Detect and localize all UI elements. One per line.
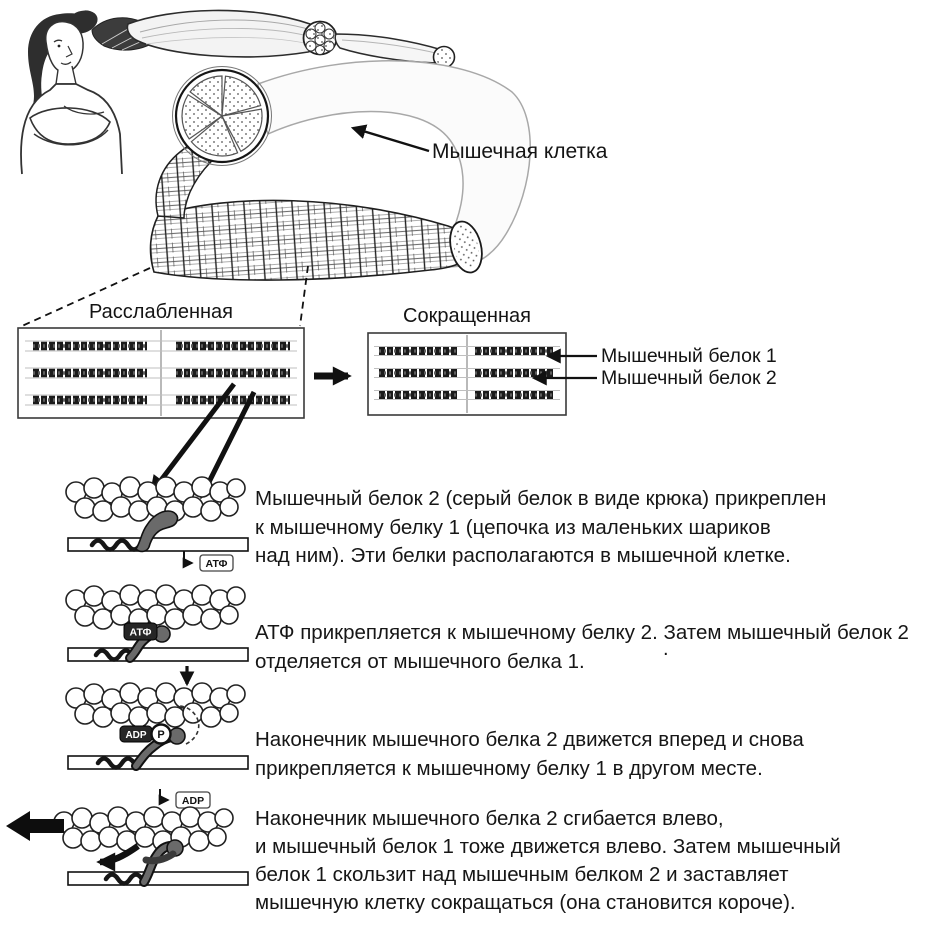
myosin-tail bbox=[103, 872, 145, 886]
contracted-label: Сокращенная bbox=[403, 305, 531, 327]
myosin-tail bbox=[95, 756, 137, 770]
adp-badge-light: ADP bbox=[175, 791, 211, 809]
myosin-head bbox=[134, 510, 179, 553]
step-2-illustration: АТФ bbox=[65, 584, 249, 687]
step-3-text: Наконечник мышечного белка 2 движется вп… bbox=[255, 728, 804, 780]
myosin-bent-tip bbox=[142, 850, 177, 865]
adp-release-arrow-icon bbox=[158, 789, 170, 806]
myosin-tail bbox=[93, 648, 135, 662]
phosphate-badge: P bbox=[150, 723, 172, 745]
p-label: P bbox=[157, 729, 164, 741]
step-4-illustration: ADP bbox=[6, 789, 249, 887]
muscle-fascicle-illustration bbox=[91, 9, 456, 69]
atp-badge-light: АТФ bbox=[199, 554, 234, 572]
step-1-illustration: АТФ bbox=[65, 476, 249, 572]
step-1-text: Мышечный белок 2 (серый белок в виде крю… bbox=[255, 487, 827, 567]
protein-1-label: Мышечный белок 1 bbox=[601, 345, 777, 367]
muscle-cell-arrow-icon bbox=[350, 124, 430, 153]
relaxed-sarcomere-box bbox=[17, 327, 305, 419]
step-2-text: АТФ прикрепляется к мышечному белку 2. З… bbox=[255, 621, 909, 673]
woman-figure bbox=[20, 10, 123, 175]
zoom-arrows bbox=[149, 382, 257, 500]
atp-badge-dark: АТФ bbox=[123, 622, 158, 641]
muscle-cell-label: Мышечная клетка bbox=[432, 140, 608, 163]
atp-callout-arrow-icon bbox=[182, 551, 194, 569]
atp-label: АТФ bbox=[205, 558, 227, 570]
contracted-sarcomere-box bbox=[367, 332, 567, 416]
muscle-fiber-illustration bbox=[149, 60, 531, 281]
step-4-text: Наконечник мышечного белка 2 сгибается в… bbox=[255, 807, 841, 914]
relaxed-label: Расслабленная bbox=[89, 301, 233, 323]
adp-label: ADP bbox=[182, 795, 204, 807]
step-3-illustration: ADP P bbox=[65, 682, 249, 771]
filament-slide-arrow-icon bbox=[6, 811, 64, 841]
adp-label: ADP bbox=[125, 730, 146, 741]
zoom-dashed-lines bbox=[21, 265, 309, 327]
atp-label: АТФ bbox=[129, 627, 151, 639]
protein-2-label: Мышечный белок 2 bbox=[601, 367, 777, 389]
motion-dashed-line bbox=[177, 705, 200, 745]
power-stroke-arrow-icon bbox=[96, 843, 140, 872]
stray-dot: . bbox=[663, 638, 669, 660]
adp-badge-dark: ADP bbox=[119, 725, 153, 743]
protein-label-arrows bbox=[531, 348, 597, 386]
myosin-tail bbox=[89, 538, 143, 552]
